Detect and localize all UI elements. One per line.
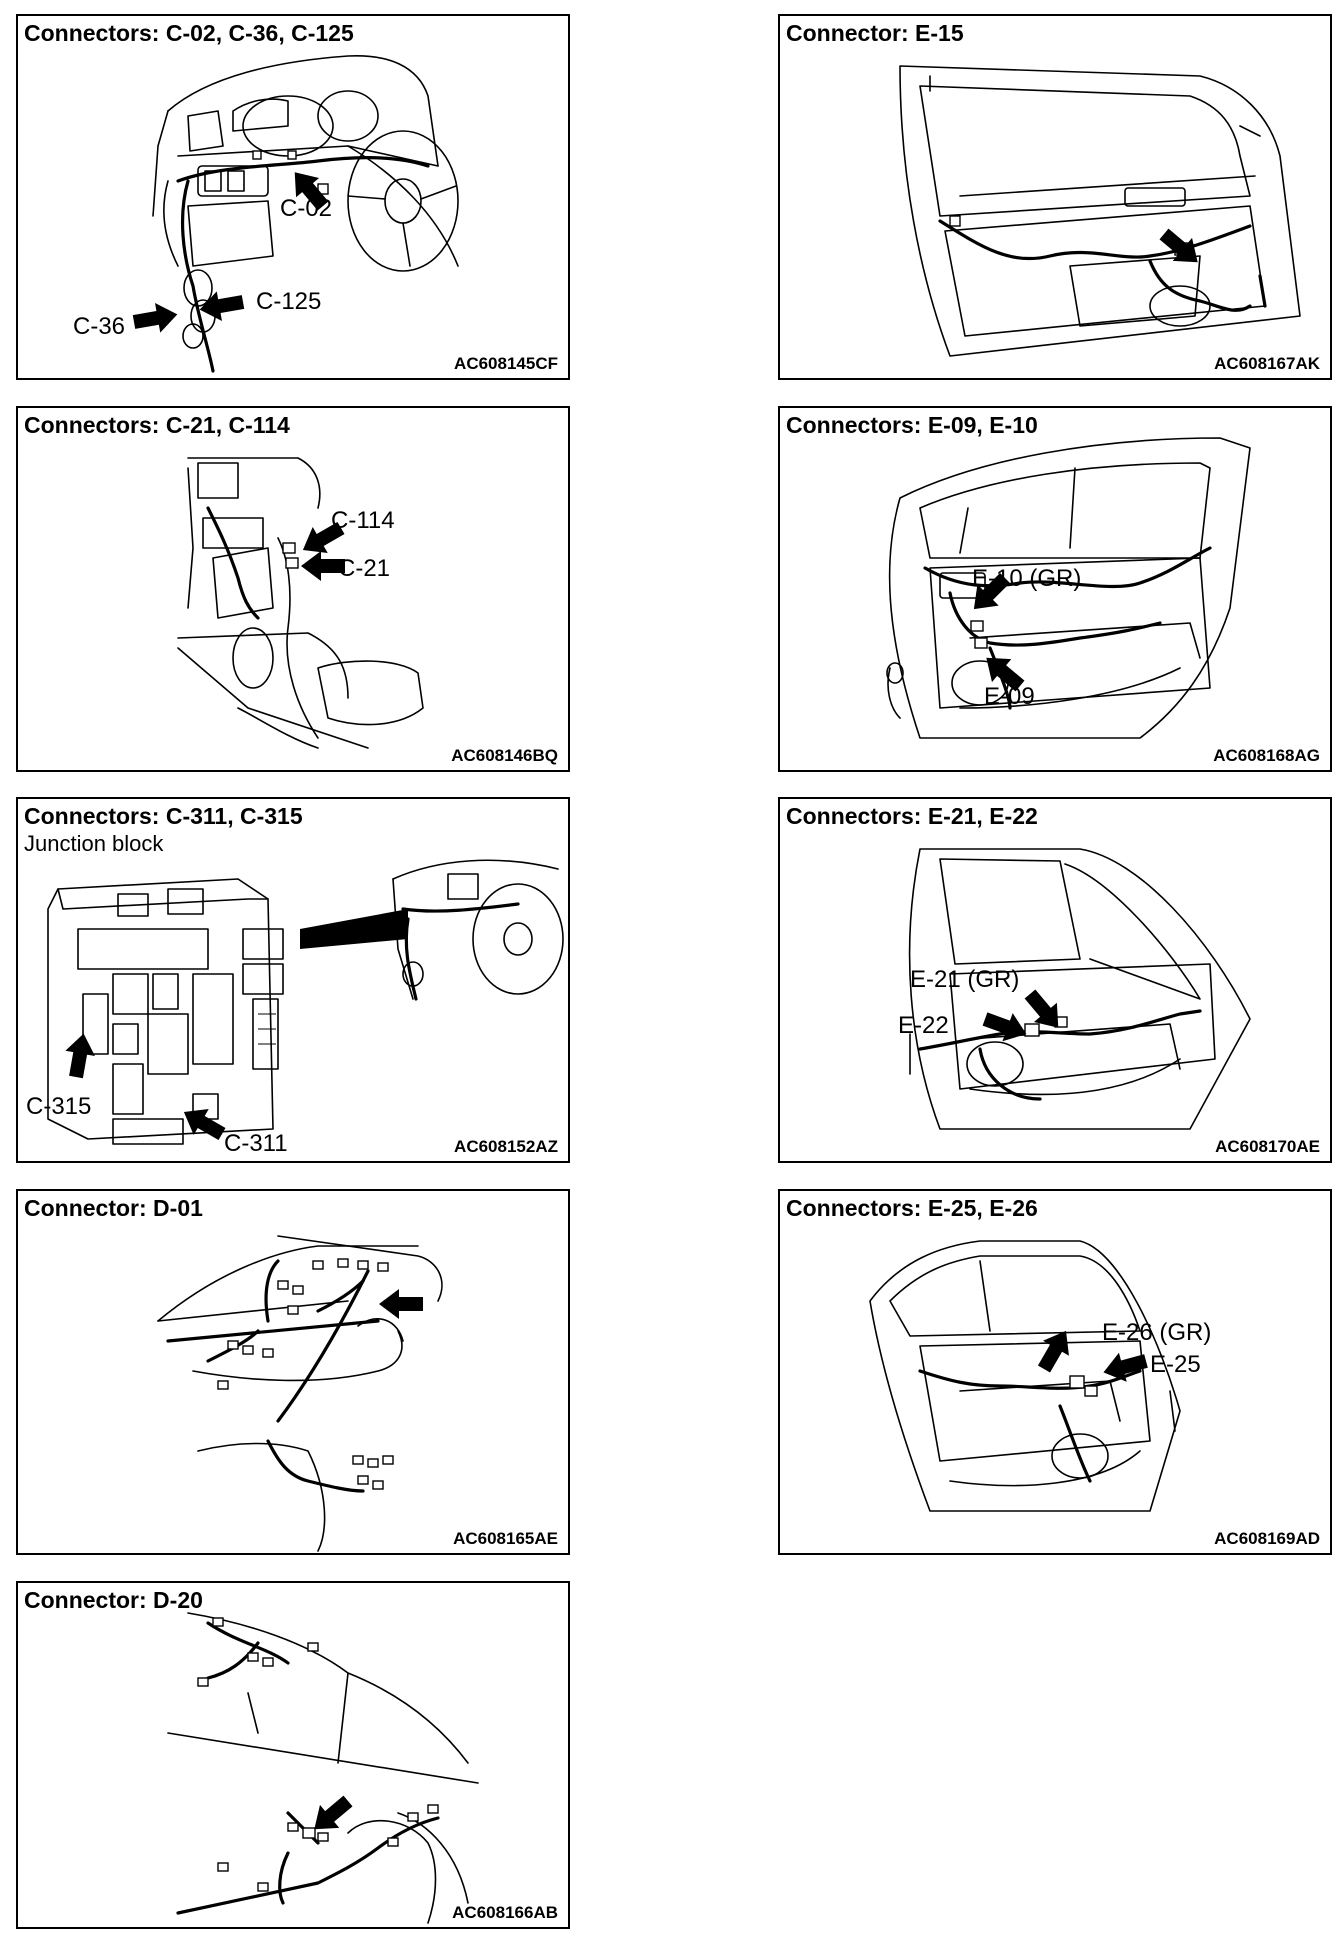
front-door-illustration: E-10 (GR) E-09 [886,437,1251,739]
center-console-illustration: C-114 C-21 [177,457,424,749]
label-c315: C-315 [26,1093,91,1120]
panel-d01: Connector: D-01 AC608165AE [16,1189,570,1555]
panel-c02-c36-c125: C-02 C-125 C-36 Connectors: C-02, C-36, … [16,14,570,380]
body-wiring-illustration [157,1235,443,1552]
panel-e21-e22: E-21 (GR) E-22 Connectors: E-21, E-22 AC… [778,797,1332,1163]
label-c311: C-311 [224,1130,288,1157]
label-e26: E-26 (GR) [1102,1319,1211,1346]
panel-title: Connectors: E-21, E-22 [786,803,1038,829]
figure-code: AC608167AK [1214,354,1320,373]
label-c21: C-21 [338,555,390,582]
panel-c311-c315: C-315 C-311 Connectors: C-311, C-315 Jun… [16,797,570,1163]
panel-d20: Connector: D-20 AC608166AB [16,1581,570,1929]
figure-code: AC608170AE [1215,1137,1320,1156]
panel-title: Connectors: C-311, C-315 [24,803,303,829]
figure-code: AC608166AB [452,1903,558,1922]
panel-subtitle: Junction block [24,831,164,856]
panel-title: Connectors: C-02, C-36, C-125 [24,20,354,46]
panel-title: Connector: D-20 [24,1587,203,1613]
body-wiring-illustration [167,1612,479,1924]
rear-door-illustration: E-26 (GR) E-25 [869,1240,1211,1512]
label-e22: E-22 [898,1012,949,1039]
junction-block-illustration: C-315 C-311 [26,859,564,1157]
panel-title: Connector: D-01 [24,1195,203,1221]
panel-e15: Connector: E-15 AC608167AK [778,14,1332,380]
figure-code: AC608169AD [1214,1529,1320,1548]
label-c114: C-114 [331,507,395,534]
figure-code: AC608152AZ [454,1137,558,1156]
label-e09: E-09 [984,683,1035,710]
rear-door-illustration: E-21 (GR) E-22 [898,848,1251,1130]
label-e10: E-10 (GR) [972,565,1081,592]
panel-title: Connector: E-15 [786,20,964,46]
panel-title: Connectors: E-25, E-26 [786,1195,1038,1221]
panel-title: Connectors: E-09, E-10 [786,412,1038,438]
panel-e25-e26: E-26 (GR) E-25 Connectors: E-25, E-26 AC… [778,1189,1332,1555]
figure-code: AC608146BQ [451,746,558,765]
label-c36: C-36 [73,313,125,340]
figure-code: AC608145CF [454,354,558,373]
label-e21: E-21 (GR) [910,966,1019,993]
panel-title: Connectors: C-21, C-114 [24,412,290,438]
label-c02: C-02 [280,195,332,222]
dashboard-illustration: C-02 C-125 C-36 [73,55,459,373]
panel-e09-e10: E-10 (GR) E-09 Connectors: E-09, E-10 AC… [778,406,1332,772]
figure-code: AC608168AG [1213,746,1320,765]
front-door-illustration [899,65,1301,357]
panel-c21-c114: C-114 C-21 Connectors: C-21, C-114 AC608… [16,406,570,772]
label-c125: C-125 [256,288,321,315]
figure-code: AC608165AE [453,1529,558,1548]
label-e25: E-25 [1150,1351,1201,1378]
